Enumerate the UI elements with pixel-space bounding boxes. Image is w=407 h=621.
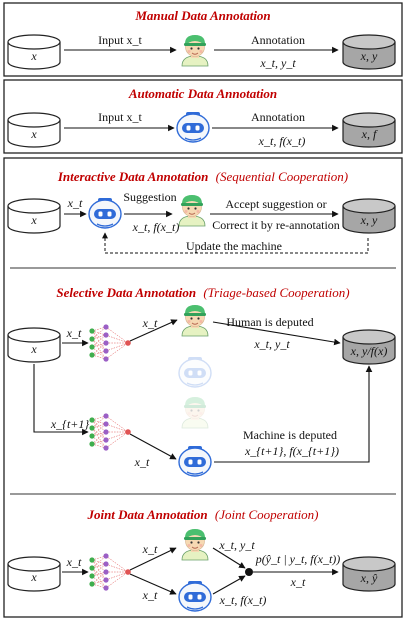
joint-db-in-label: x	[30, 570, 37, 584]
machine-deputed-value: x_{t+1}, f(x_{t+1})	[244, 444, 339, 458]
automatic-input-label: Input x_t	[98, 110, 142, 124]
joint-machine-out-arrow	[212, 575, 246, 595]
human-deputed-arrow	[212, 321, 341, 346]
manual-db-out-label: x, y	[360, 49, 378, 63]
manual-input-label: Input x_t	[98, 33, 142, 47]
joint-to-machine-arrow	[129, 573, 177, 595]
suggestion-value: x_t, f(x_t)	[132, 220, 180, 234]
merge-node-icon	[245, 568, 253, 576]
update-label: Update the machine	[186, 239, 282, 253]
machine-deputed-label: Machine is deputed	[243, 428, 337, 442]
selective-to-human: x_t	[142, 316, 158, 330]
joint-to-human: x_t	[142, 542, 158, 556]
selective-db-in-label: x	[30, 342, 37, 356]
human-deputed-value: x_t, y_t	[253, 337, 290, 351]
joint-in-edge: x_t	[66, 555, 82, 569]
automatic-annotation-value: x_t, f(x_t)	[258, 134, 306, 148]
human-deputed-label: Human is deputed	[226, 315, 313, 329]
faded-human-icon	[181, 396, 209, 429]
selective-title: Selective Data Annotation (Triage-based …	[56, 285, 349, 300]
automatic-annotation-label: Annotation	[251, 110, 305, 124]
selective-in-arrow-bottom	[33, 364, 89, 436]
joint-title-main: Joint Data Annotation	[86, 507, 207, 522]
suggestion-label: Suggestion	[123, 190, 176, 204]
selective-to-human-arrow	[129, 319, 178, 342]
interactive-db-in-label: x	[30, 213, 37, 227]
automatic-title: Automatic Data Annotation	[128, 86, 277, 101]
human-annotator-icon	[181, 304, 209, 337]
joint-out-edge: x_t	[290, 575, 306, 589]
interactive-db-out-label: x, y	[360, 213, 378, 227]
selective-subtitle: (Triage-based Cooperation)	[203, 285, 349, 300]
joint-title: Joint Data Annotation (Joint Cooperation…	[86, 507, 318, 522]
human-annotator-icon	[181, 528, 209, 561]
human-annotator-icon	[181, 34, 209, 67]
manual-db-in-label: x	[30, 49, 37, 63]
selective-db-out-label: x, y/f(x)	[350, 344, 388, 358]
interactive-subtitle: (Sequential Cooperation)	[216, 169, 349, 184]
accept-line-1: Accept suggestion or	[225, 197, 326, 211]
manual-title: Manual Data Annotation	[134, 8, 270, 23]
interactive-in-edge: x_t	[67, 196, 83, 210]
joint-prob-label: p(ŷ_t | y_t, f(x_t))	[255, 552, 341, 566]
joint-db-out-label: x, ŷ	[360, 571, 378, 585]
joint-subtitle: (Joint Cooperation)	[215, 507, 319, 522]
automatic-db-out-label: x, f	[361, 127, 378, 141]
human-annotator-icon	[178, 194, 206, 227]
joint-human-value: x_t, y_t	[218, 538, 255, 552]
cooperation-panel	[3, 157, 403, 618]
interactive-title: Interactive Data Annotation (Sequential …	[57, 169, 348, 184]
joint-to-machine: x_t	[142, 588, 158, 602]
manual-annotation-label: Annotation	[251, 33, 305, 47]
joint-machine-value: x_t, f(x_t)	[219, 593, 267, 607]
selective-title-main: Selective Data Annotation	[56, 285, 196, 300]
selective-in-edge-bottom: x_{t+1}	[50, 417, 90, 431]
automatic-db-in-label: x	[30, 127, 37, 141]
joint-to-human-arrow	[129, 547, 177, 571]
interactive-title-main: Interactive Data Annotation	[57, 169, 208, 184]
selective-to-machine: x_t	[134, 455, 150, 469]
selective-in-edge-top: x_t	[66, 326, 82, 340]
accept-line-2: Correct it by re-annotation	[212, 218, 340, 232]
joint-human-out-arrow	[212, 547, 246, 569]
manual-annotation-value: x_t, y_t	[259, 56, 296, 70]
update-feedback-arrow	[102, 232, 369, 254]
selective-to-machine-arrow	[129, 433, 177, 460]
machine-deputed-arrow	[214, 365, 373, 463]
